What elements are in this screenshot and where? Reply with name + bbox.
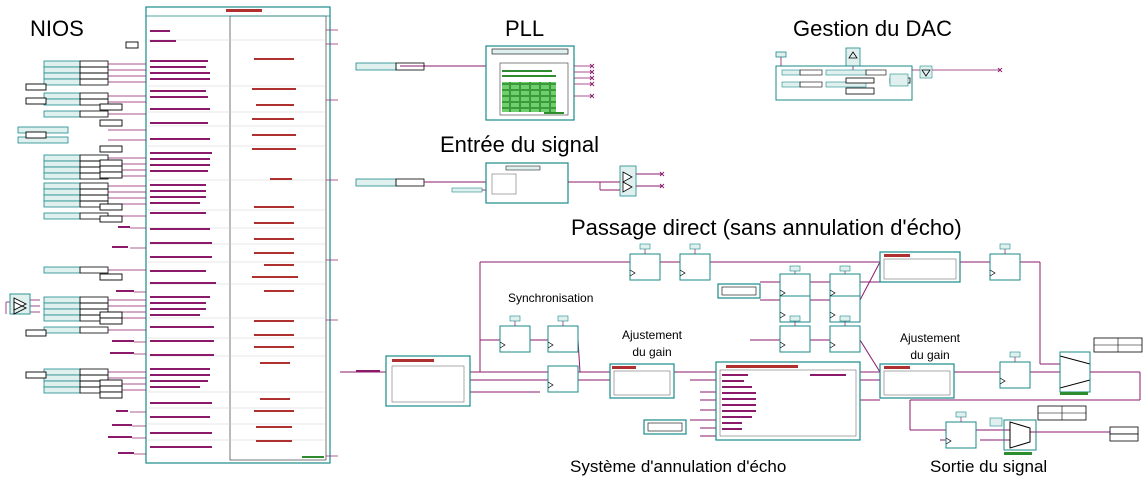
input-block[interactable] [355, 162, 665, 204]
constant-blocks [643, 283, 761, 435]
format-input-block[interactable] [356, 355, 471, 407]
signal-output-label: Sortie du signal [930, 457, 1048, 476]
dac-block[interactable] [775, 47, 1003, 101]
nios-block[interactable] [145, 6, 338, 464]
nios-left-pins [5, 41, 146, 455]
gain-adjust-1-block[interactable] [609, 363, 675, 399]
signal-input-label: Entrée du signal [440, 132, 599, 157]
gain-adjust-2-block[interactable] [879, 363, 955, 399]
echo-canceller-block[interactable] [715, 361, 861, 441]
pll-label: PLL [505, 16, 545, 41]
dac-management-label: Gestion du DAC [793, 16, 952, 41]
synchronisation-label: Synchronisation [508, 291, 594, 305]
direct-path-label: Passage direct (sans annulation d'écho) [571, 215, 962, 240]
pll-block[interactable] [355, 45, 595, 121]
pll-settings-table [502, 82, 556, 112]
nios-label: NIOS [30, 16, 84, 41]
output-mux-1[interactable] [1059, 337, 1143, 395]
echo-cancel-system-label: Système d'annulation d'écho [570, 457, 787, 476]
gain-adjust-direct-block[interactable] [879, 251, 961, 283]
nios-block-header [226, 9, 262, 12]
output-mux-2[interactable] [989, 405, 1139, 455]
